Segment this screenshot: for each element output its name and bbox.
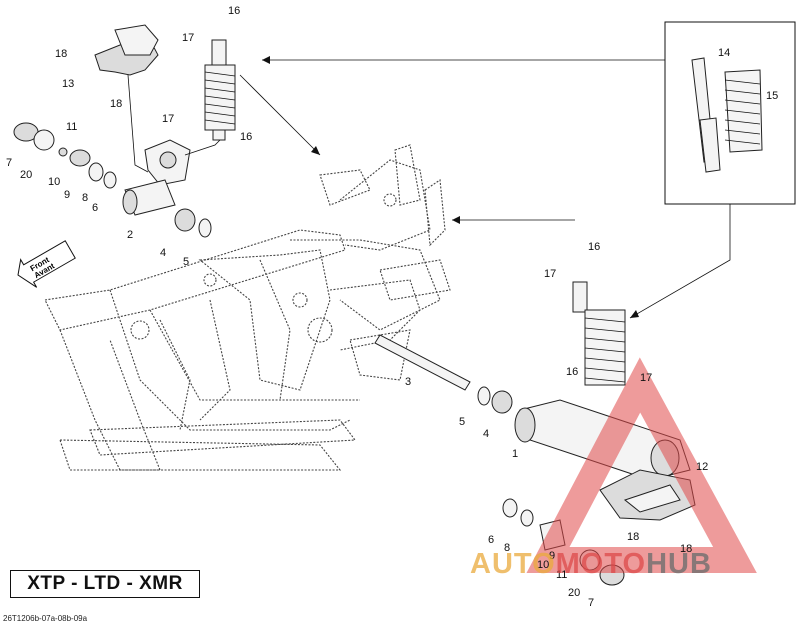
- lower-shield: [599, 469, 696, 521]
- callout-16-mid: 16: [240, 131, 252, 143]
- callout-17-rshock: 17: [544, 268, 556, 280]
- callout-18-a: 18: [55, 48, 67, 60]
- upper-pivot-tube: [122, 179, 176, 216]
- watermark-part3: HUB: [646, 548, 712, 580]
- watermark-part1: AUTO: [470, 548, 556, 580]
- inset-box: [664, 21, 796, 205]
- callout-11-lower: 11: [556, 569, 567, 581]
- callout-4-upper: 4: [160, 247, 166, 259]
- callout-3: 3: [405, 376, 411, 388]
- callout-6-lower: 6: [488, 534, 494, 546]
- callout-labels: 16 17 18 13 18 17 16 11 7 20 10 9 8 6 2 …: [6, 5, 778, 609]
- callout-10-lower: 10: [537, 559, 549, 571]
- callout-7-upper: 7: [6, 157, 12, 169]
- callout-12: 12: [696, 461, 708, 473]
- callout-17-rlow: 17: [640, 372, 652, 384]
- callout-8-lower: 8: [504, 542, 510, 554]
- upper-bearings: [13, 122, 212, 238]
- callout-17-top: 17: [182, 32, 194, 44]
- model-label: XTP - LTD - XMR: [10, 570, 200, 598]
- front-direction-sign: Front Avant: [17, 240, 76, 288]
- callout-20-lower: 20: [568, 587, 580, 599]
- callout-16-rshock: 16: [588, 241, 600, 253]
- watermark-logo: [526, 357, 757, 573]
- callout-4-lower: 4: [483, 428, 489, 440]
- pointer-arrows: [127, 56, 731, 319]
- watermark-text: AUTOMOTOHUB: [470, 548, 712, 581]
- callout-8-upper: 8: [82, 192, 88, 204]
- callout-11-upper: 11: [66, 121, 77, 133]
- callout-16-rlow: 16: [566, 366, 578, 378]
- callout-18-b: 18: [110, 98, 122, 110]
- upper-shield: [94, 24, 159, 76]
- callout-9-upper: 9: [64, 189, 70, 201]
- callout-18-d: 18: [680, 543, 692, 555]
- callout-7-lower: 7: [588, 597, 594, 609]
- callout-14: 14: [718, 47, 730, 59]
- callout-20-upper: 20: [20, 169, 32, 181]
- drawing-code: 26T1206b-07a-08b-09a: [3, 614, 88, 623]
- driveshaft: [374, 334, 471, 391]
- callout-5-upper: 5: [183, 256, 189, 268]
- callout-10-upper: 10: [48, 176, 60, 188]
- watermark-part2: MOTO: [555, 548, 647, 580]
- rear-shock-absorber: [572, 281, 626, 386]
- callout-16-top: 16: [228, 5, 240, 17]
- callout-17-mid: 17: [162, 113, 174, 125]
- callout-13: 13: [62, 78, 74, 90]
- callout-15: 15: [766, 90, 778, 102]
- callout-18-c: 18: [627, 531, 639, 543]
- callout-6-upper: 6: [92, 202, 98, 214]
- callout-2-upper: 2: [127, 229, 133, 241]
- upper-pivot-bracket: [144, 139, 191, 186]
- vehicle-frame: [44, 144, 451, 471]
- callout-5-lower: 5: [459, 416, 465, 428]
- callout-9-lower: 9: [549, 550, 555, 562]
- upper-shock-absorber: [204, 39, 236, 141]
- callout-1-lower: 1: [512, 448, 518, 460]
